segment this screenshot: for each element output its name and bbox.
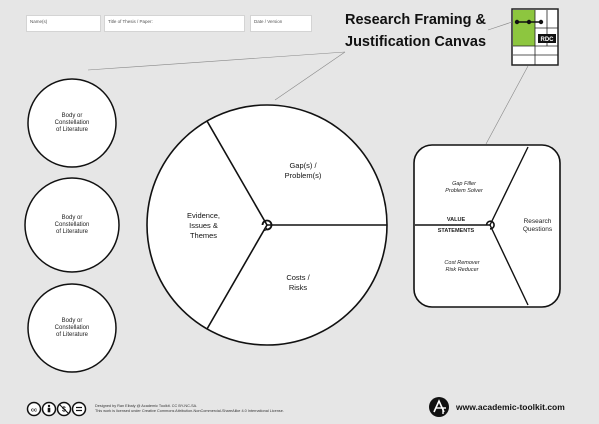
gap-problem-label: Gap(s) / Problem(s): [284, 161, 322, 180]
sa-icon: [71, 401, 87, 417]
literature-label-1: Body or Constellation of Literature: [54, 113, 90, 133]
connector-line: [274, 51, 346, 101]
connector-line: [485, 65, 529, 145]
literature-circle-3[interactable]: [27, 283, 117, 373]
canvas-thumbnail[interactable]: RDC: [511, 8, 559, 66]
value-label: VALUE: [446, 217, 466, 223]
cost-remover-label: Cost Remover Risk Reducer: [444, 260, 480, 273]
connector-line: [487, 21, 513, 31]
website-link[interactable]: www.academic-toolkit.com: [456, 402, 565, 412]
research-questions-label: Research Questions: [522, 218, 553, 233]
statements-label: STATEMENTS: [437, 228, 475, 234]
academic-toolkit-logo[interactable]: [428, 396, 450, 418]
date-version-field[interactable]: Date / Version: [250, 15, 312, 32]
svg-text:$: $: [62, 407, 66, 414]
literature-circle-2[interactable]: [24, 177, 120, 273]
cc-license-icons: cc $: [26, 401, 87, 417]
literature-label-3: Body or Constellation of Literature: [54, 318, 90, 338]
literature-circle-1[interactable]: [27, 78, 117, 168]
page-title-line1: Research Framing &: [345, 12, 487, 28]
thumbnail-label: RDC: [541, 37, 555, 43]
footer-credits: Designed by Ran Elbaly @ Academic Toolki…: [95, 404, 355, 414]
page-title-line2: Justification Canvas: [345, 34, 487, 50]
connector-line: [87, 51, 346, 71]
evidence-label: Evidence, Issues & Themes: [187, 211, 220, 240]
costs-risks-label: Costs / Risks: [286, 273, 310, 292]
page-title: Research Framing & Justification Canvas: [345, 9, 505, 53]
value-proposition-box[interactable]: [413, 144, 561, 308]
literature-label-2: Body or Constellation of Literature: [54, 215, 90, 235]
thesis-title-field[interactable]: Title of Thesis / Paper:: [104, 15, 245, 32]
rotate-icon-small: [485, 220, 495, 230]
rotate-icon: [261, 219, 273, 231]
license-text: This work is licensed under Creative Com…: [95, 409, 284, 413]
cc-icon: cc: [26, 401, 42, 417]
nc-icon: $: [56, 401, 72, 417]
name-field[interactable]: Name(s): [26, 15, 101, 32]
by-icon: [41, 401, 57, 417]
gap-filler-label: Gap Filler Problem Solver: [445, 181, 483, 194]
svg-text:cc: cc: [31, 407, 37, 413]
designed-by-text: Designed by Ran Elbaly @ Academic Toolki…: [95, 404, 198, 408]
